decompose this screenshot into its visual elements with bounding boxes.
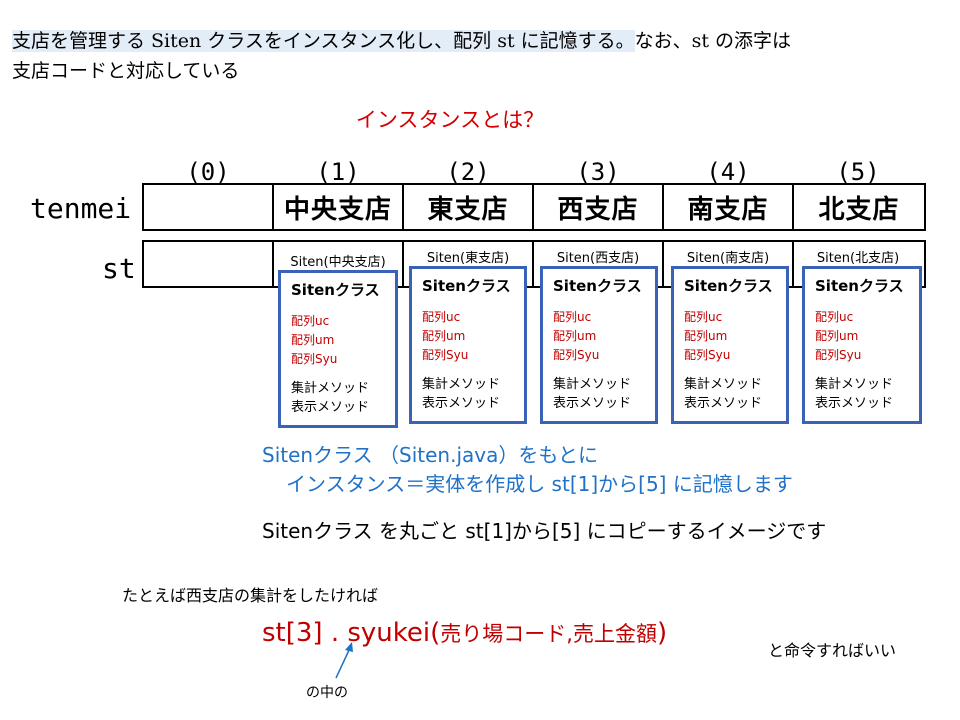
class-field: 配列um [553,329,597,343]
pointer-arrow-icon [335,642,353,679]
class-field: 配列Syu [291,352,338,366]
example-trail: と命令すればいい [768,641,897,660]
example-code: st[3] . syukei(売り場コード,売上金額) [262,618,667,648]
class-title: Sitenクラス [422,277,511,295]
class-field: 配列Syu [815,348,862,362]
class-field: 配列uc [684,310,723,324]
class-title: Sitenクラス [815,277,904,295]
index-label: (3) [576,158,620,186]
class-methods: 集計メソッド 表示メソッド [422,375,514,413]
tenmei-label: tenmei [30,192,132,225]
st-instance-label: Siten(南支店) [686,251,770,266]
intro-text: 支店を管理する Siten クラスをインスタンス化し、配列 st に記憶する。な… [12,26,948,86]
tenmei-array: 中央支店 東支店 西支店 南支店 北支店 [142,183,926,231]
index-label: (0) [186,158,230,186]
class-methods: 集計メソッド 表示メソッド [684,375,776,413]
class-field: 配列um [291,333,335,347]
index-label: (2) [446,158,490,186]
class-title: Sitenクラス [291,281,380,299]
tenmei-cell: 南支店 [664,185,794,229]
class-field: 配列uc [815,310,854,324]
class-method: 表示メソッド [684,396,763,411]
class-methods: 集計メソッド 表示メソッド [815,375,909,413]
index-label: (5) [836,158,880,186]
class-method: 集計メソッド [291,381,370,396]
code-args: 売り場コード,売上金額 [440,622,657,646]
example-lead: たとえば西支店の集計をしたければ [122,586,379,605]
index-label: (4) [706,158,750,186]
class-box: Sitenクラス 配列uc 配列um 配列Syu 集計メソッド 表示メソッド [278,270,398,428]
class-field: 配列um [815,329,859,343]
class-methods: 集計メソッド 表示メソッド [291,379,385,417]
tenmei-cell [144,185,274,229]
class-box: Sitenクラス 配列uc 配列um 配列Syu 集計メソッド 表示メソッド [409,266,527,424]
code-close: ) [656,618,668,648]
st-cell [144,242,274,286]
class-box: Sitenクラス 配列uc 配列um 配列Syu 集計メソッド 表示メソッド [671,266,789,424]
class-field: 配列Syu [684,348,731,362]
explain-line3: Sitenクラス を丸ごと st[1]から[5] にコピーするイメージです [262,519,827,543]
index-label: (1) [316,158,360,186]
question-title: インスタンスとは？ [355,108,545,132]
st-cell [274,242,404,286]
tenmei-cell: 中央支店 [274,185,404,229]
class-method: 表示メソッド [422,396,501,411]
class-method: 表示メソッド [291,400,370,415]
intro-line1-rest: なお、st の添字は [634,30,792,52]
class-methods: 集計メソッド 表示メソッド [553,375,645,413]
class-method: 集計メソッド [553,377,632,392]
st-cell [664,242,794,286]
st-instance-label: Siten(北支店) [816,251,900,266]
class-field: 配列Syu [422,348,469,362]
st-array [142,240,926,288]
tenmei-cell: 西支店 [534,185,664,229]
class-title: Sitenクラス [553,277,642,295]
intro-line2: 支店コードと対応している [12,60,240,82]
class-method: 集計メソッド [422,377,501,392]
class-method: 集計メソッド [684,377,763,392]
class-box: Sitenクラス 配列uc 配列um 配列Syu 集計メソッド 表示メソッド [540,266,658,424]
class-field: 配列um [422,329,466,343]
class-field: 配列um [684,329,728,343]
st-label: st [102,252,136,285]
class-field: 配列uc [291,314,330,328]
class-title: Sitenクラス [684,277,773,295]
intro-highlight: 支店を管理する Siten クラスをインスタンス化し、配列 st に記憶する。 [12,30,635,52]
st-cell [534,242,664,286]
class-field: 配列uc [422,310,461,324]
explain-line1: Sitenクラス （Siten.java）をもとに [262,443,598,467]
explain-line2: インスタンス＝実体を作成し st[1]から[5] に記憶します [286,472,793,496]
tenmei-cell: 東支店 [404,185,534,229]
class-method: 表示メソッド [553,396,632,411]
class-field: 配列Syu [553,348,600,362]
tenmei-cell: 北支店 [818,194,900,225]
class-method: 集計メソッド [815,377,894,392]
class-method: 表示メソッド [815,396,894,411]
st-instance-label: Siten(中央支店) [290,255,386,270]
st-instance-label: Siten(西支店) [556,251,640,266]
class-box: Sitenクラス 配列uc 配列um 配列Syu 集計メソッド 表示メソッド [802,266,922,424]
example-note: の中の [306,685,348,701]
class-field: 配列uc [553,310,592,324]
st-cell [404,242,534,286]
st-instance-label: Siten(東支店) [426,251,510,266]
